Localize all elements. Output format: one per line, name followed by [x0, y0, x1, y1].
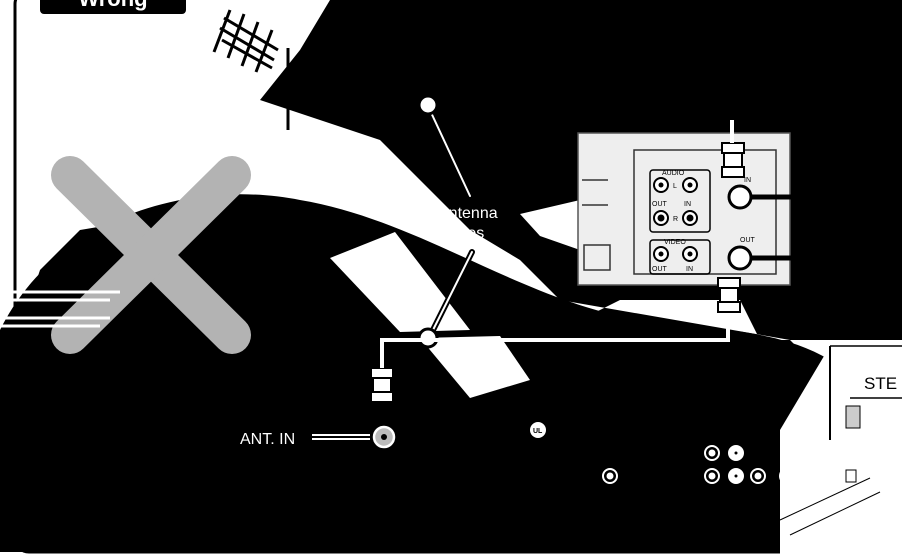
tv-ant-in-port — [312, 425, 396, 449]
vcr-r-label: R — [673, 216, 678, 223]
antenna-icon — [212, 9, 290, 130]
vcr-rf-out-port — [727, 245, 800, 271]
antenna-cables-label-line2: cables — [438, 225, 484, 242]
antenna-cable — [380, 314, 730, 368]
callout-dot — [417, 94, 439, 116]
stereo-unit — [779, 345, 902, 560]
vcr-audio-out-label: OUT — [652, 201, 668, 208]
vcr-video-label: VIDEO — [664, 239, 686, 246]
ul-mark-icon — [530, 422, 546, 438]
dark-lower — [0, 194, 830, 552]
vcr-l-label: L — [673, 183, 677, 190]
callout-leader-inner — [427, 105, 473, 337]
vcr-rear-panel — [577, 132, 791, 286]
coax-connector-icon — [721, 142, 745, 178]
ant-in-label: ANT. IN — [240, 431, 295, 448]
vcr-video-in-label: IN — [686, 266, 693, 273]
vcr-ant-in-port — [727, 184, 800, 210]
coax-connector-icon — [717, 277, 741, 313]
vcr-audio-label: AUDIO — [662, 170, 685, 177]
vcr-out-port-label: OUT — [740, 237, 756, 244]
highlight-wedge — [420, 336, 530, 398]
highlight-wedge — [330, 232, 470, 332]
coax-connector-icon — [370, 367, 394, 403]
vcr-video-out-label: OUT — [652, 266, 668, 273]
cable-lines-left — [0, 290, 120, 328]
vcr-in-port-label: IN — [744, 177, 751, 184]
ul-mark: UL — [533, 428, 543, 435]
stereo-label: STE — [864, 374, 897, 393]
highlight-wedge — [520, 200, 580, 250]
antenna-cables-label-line1: Antenna — [438, 205, 498, 222]
wrong-cross-icon — [51, 156, 251, 354]
antenna-cables-label: Antenna cables — [438, 205, 502, 242]
wrong-badge: Wrong — [40, 0, 186, 14]
vcr-audio-in-label: IN — [684, 201, 691, 208]
